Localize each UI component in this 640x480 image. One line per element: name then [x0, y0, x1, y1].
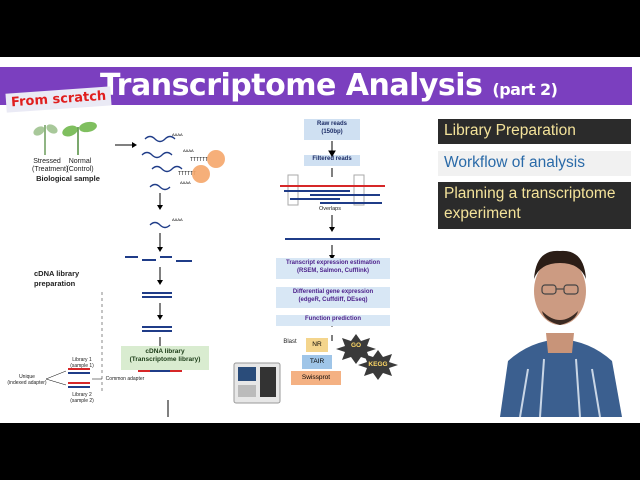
cdna-library-box: cDNA library (Transcriptome library) [121, 346, 209, 370]
sequencer-icon [233, 362, 281, 404]
swissprot-box: Swissprot [291, 371, 341, 385]
library1-label: Library 1 (sample 1) [70, 357, 94, 369]
topic-planning-experiment: Planning a transcriptome experiment [438, 182, 631, 229]
svg-text:AAAA: AAAA [180, 180, 191, 185]
blast-label: Blast [283, 339, 297, 345]
unique-label: Unique (indexed adapter) [7, 374, 47, 386]
mrna-strands [141, 135, 183, 191]
presenter-photo [500, 250, 622, 417]
go-kegg-bursts [336, 334, 398, 380]
nr-box: NR [306, 338, 328, 352]
expression-estimation-box: Transcript expression estimation (RSEM, … [276, 258, 390, 279]
slide-title: Transcriptome Analysis (part 2) [100, 68, 558, 103]
overlaps-label: Overlaps [318, 206, 341, 212]
slide: Transcriptome Analysis (part 2) From scr… [0, 57, 640, 423]
kegg-label: KEGG [368, 361, 388, 368]
common-adapter-label: Common adapter [105, 376, 145, 382]
svg-text:AAAA: AAAA [172, 217, 183, 222]
svg-text:AAAA: AAAA [183, 148, 194, 153]
workflow-connectors [280, 141, 385, 341]
stressed-label: Stressed (Treatment) [32, 158, 69, 173]
title-part: (part 2) [492, 80, 558, 99]
tair-box: TAIR [302, 355, 332, 369]
svg-text:TTTTTT: TTTTTT [190, 157, 208, 163]
topic-library-preparation: Library Preparation [438, 119, 631, 144]
svg-text:TTTTTT: TTTTTT [178, 171, 196, 177]
bead-icon [192, 165, 210, 183]
stressed-plant-icon [33, 124, 58, 155]
filtered-reads-box: Filtered reads [304, 155, 360, 166]
normal-plant-icon [62, 121, 97, 155]
raw-reads-box: Raw reads (150bp) [304, 119, 360, 140]
topic-workflow-of-analysis: Workflow of analysis [438, 151, 631, 176]
biological-sample-label: Biological sample [36, 174, 100, 183]
differential-expression-box: Differential gene expression (edgeR, Cuf… [276, 287, 390, 308]
bead-icon [207, 150, 225, 168]
function-prediction-box: Function prediction [276, 315, 390, 326]
svg-text:AAAA: AAAA [172, 132, 183, 137]
go-label: GO [350, 342, 362, 349]
cdna-prep-label: cDNA library preparation [34, 269, 80, 288]
normal-label: Normal (Control) [66, 158, 94, 173]
library2-label: Library 2 (sample 2) [70, 392, 94, 404]
title-main: Transcriptome Analysis [100, 68, 483, 103]
